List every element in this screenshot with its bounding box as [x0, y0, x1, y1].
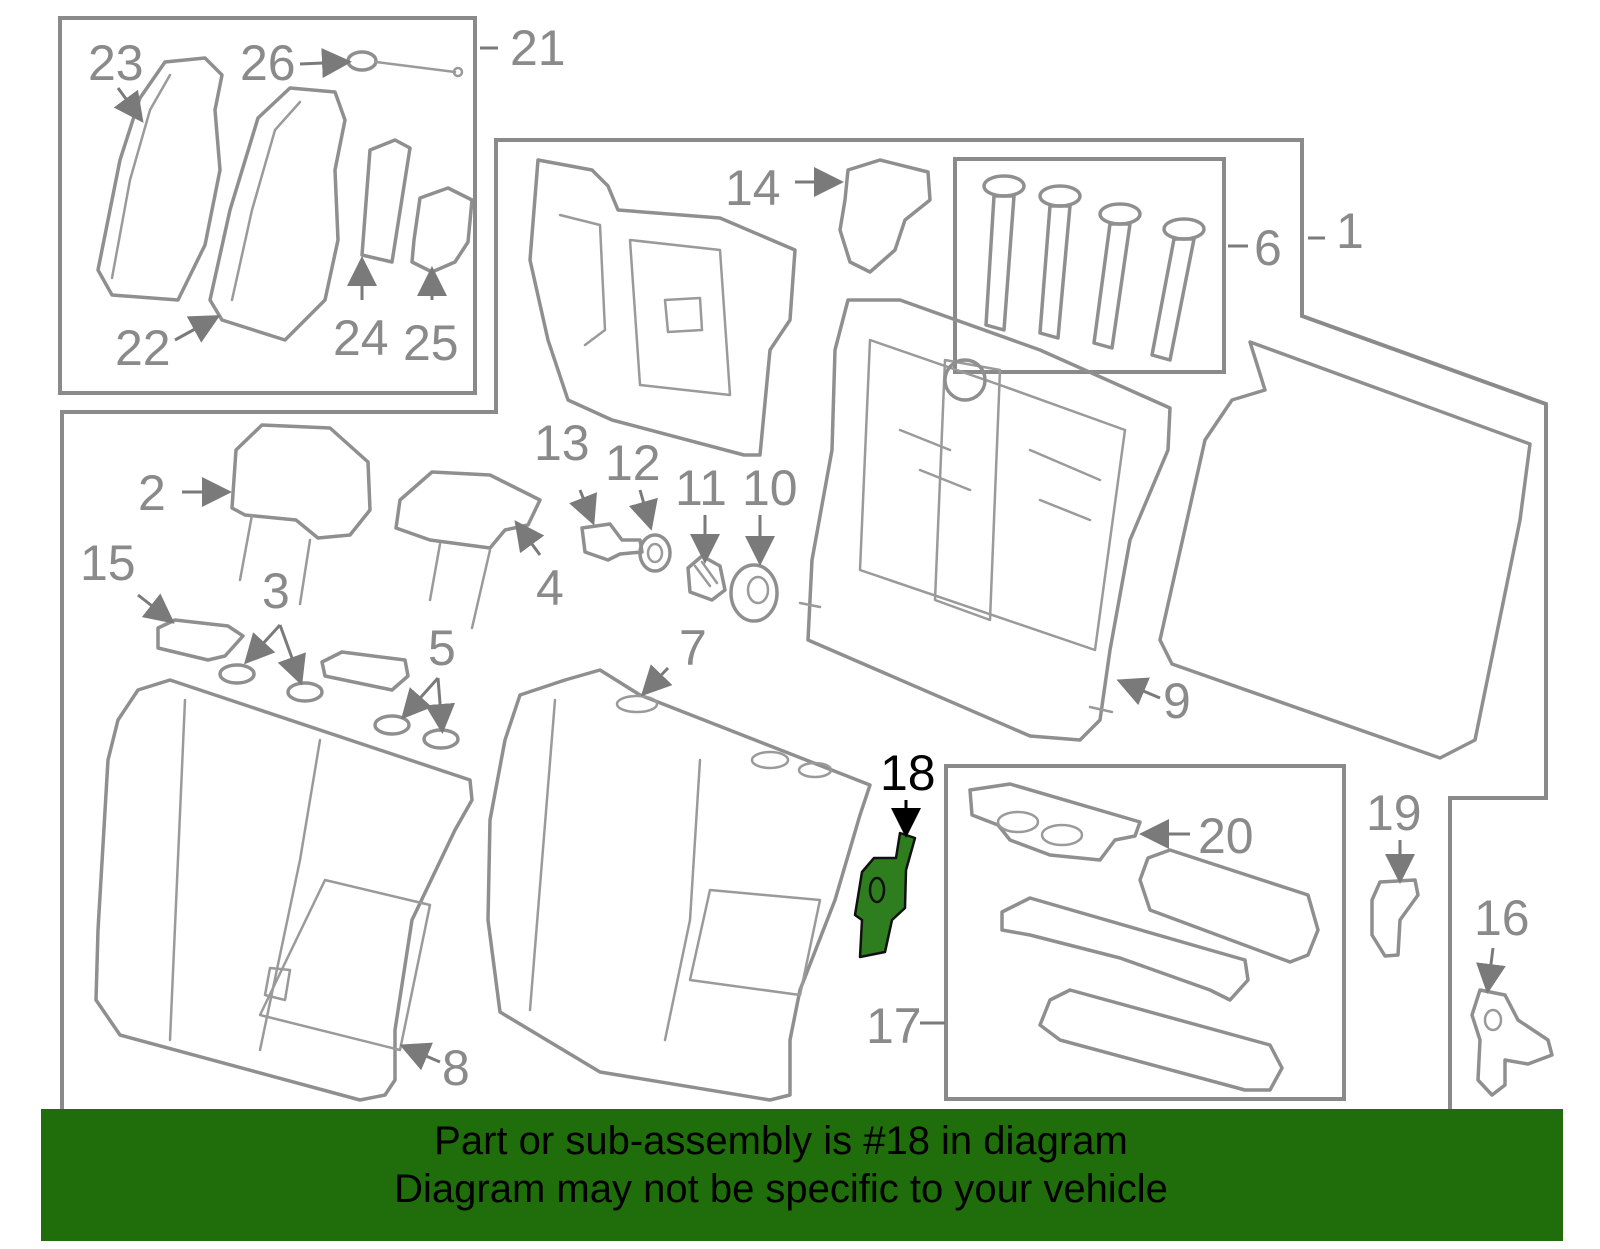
part-seatback-frame-left: [528, 158, 797, 457]
part-23-seatback-cover: [96, 56, 224, 302]
leader-arrows: [113, 46, 1506, 1071]
part-9-seatback-frame: [798, 298, 1172, 742]
group-frame-21: [58, 16, 477, 395]
part-24-panel: [360, 138, 412, 264]
part-22-seatback-pad: [208, 86, 347, 342]
part-26-cable: [346, 50, 464, 78]
part-bezel-small: [320, 650, 410, 692]
notice-line-2: Diagram may not be specific to your vehi…: [394, 1167, 1168, 1211]
callout-15: 15: [80, 535, 136, 591]
callout-2: 2: [138, 465, 166, 521]
callout-13: 13: [534, 415, 590, 471]
part-19-cap: [1370, 878, 1420, 958]
callout-20: 20: [1198, 808, 1254, 864]
part-seat-panel: [1158, 340, 1532, 760]
part-16-hinge-bracket: [1470, 988, 1554, 1097]
callout-4: 4: [536, 560, 564, 616]
callout-5: 5: [428, 620, 456, 676]
callout-6: 6: [1254, 220, 1282, 276]
group-frame-6: [953, 157, 1226, 374]
callout-3: 3: [262, 563, 290, 619]
notice-line-1: Part or sub-assembly is #18 in diagram: [434, 1119, 1128, 1163]
part-20-cup-holder: [968, 782, 1142, 862]
part-15-bezel: [156, 618, 245, 662]
group-frame-17: [944, 764, 1346, 1101]
part-2-headrest: [230, 423, 372, 606]
part-13-bolt: [580, 522, 644, 562]
part-10-washer: [729, 563, 779, 623]
callout-25: 25: [403, 315, 459, 371]
part-8-seatback-cushion: [94, 678, 474, 1102]
part-4-headrest: [394, 470, 542, 630]
callout-21: 21: [510, 20, 566, 76]
part-25-bracket: [410, 186, 474, 274]
part-5-guides: [373, 714, 460, 750]
part-3-guides: [218, 663, 324, 703]
part-12-washer: [638, 533, 672, 573]
part-18-highlighted-bracket: [853, 831, 917, 959]
callout-9: 9: [1163, 673, 1191, 729]
callout-11: 11: [675, 460, 727, 516]
callout-8: 8: [442, 1040, 470, 1096]
callout-10: 10: [742, 460, 798, 516]
part-7-seatback-cushion: [486, 668, 872, 1102]
part-17-armrest: [1000, 848, 1320, 1092]
part-11-bushing: [686, 554, 727, 602]
callout-24: 24: [333, 310, 389, 366]
callout-1: 1: [1336, 203, 1364, 259]
callout-22: 22: [115, 320, 171, 376]
callout-7: 7: [679, 620, 707, 676]
callout-16: 16: [1474, 890, 1530, 946]
part-14-latch: [838, 158, 932, 274]
callout-17: 17: [866, 998, 922, 1054]
callout-26: 26: [240, 35, 296, 91]
part-6-anchor-bolts: [982, 174, 1206, 362]
callout-12: 12: [605, 435, 661, 491]
callout-18: 18: [880, 745, 936, 801]
callout-23: 23: [88, 35, 144, 91]
callout-19: 19: [1366, 785, 1422, 841]
callout-14: 14: [725, 160, 781, 216]
notice-banner: Part or sub-assembly is #18 in diagram D…: [41, 1109, 1563, 1241]
